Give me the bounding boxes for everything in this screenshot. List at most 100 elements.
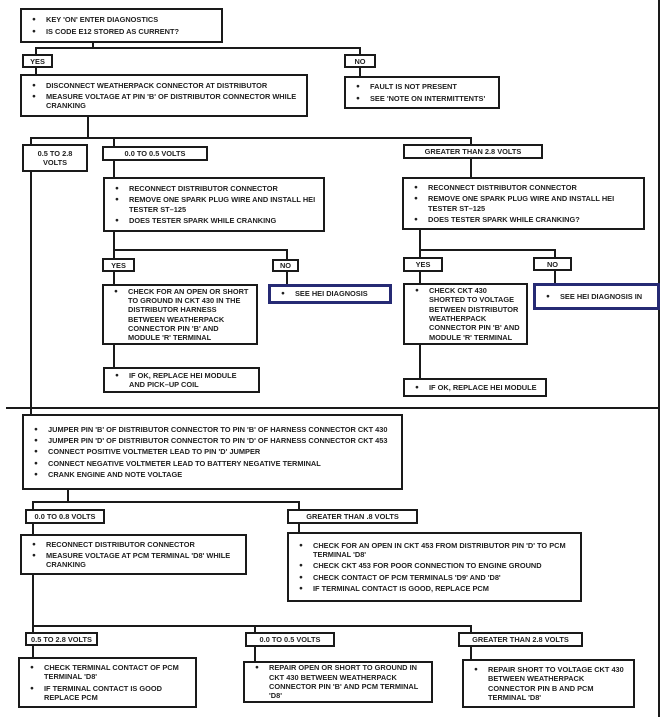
- bullet-item: ● REMOVE ONE SPARK PLUG WIRE AND INSTALL …: [404, 194, 639, 213]
- connector-line: [92, 41, 94, 49]
- reconnect-2-box: ●RECONNECT DISTRIBUTOR CONNECTOR●MEASURE…: [20, 534, 247, 575]
- bullet-icon: ●: [32, 16, 36, 24]
- bullet-icon: ●: [34, 459, 38, 467]
- bullet-icon: ●: [32, 92, 36, 100]
- start-box: ● KEY 'ON' ENTER DIAGNOSTICS● IS CODE E12 …: [20, 8, 223, 43]
- connector-line: [113, 249, 288, 251]
- check-453-box: ●CHECK FOR AN OPEN IN CKT 453 FROM DISTR…: [287, 532, 582, 602]
- bullet-text: MEASURE VOLTAGE AT PIN 'B' OF DISTRIBUTO…: [46, 91, 297, 111]
- bullet-icon: ●: [415, 287, 419, 295]
- connector-line: [30, 171, 32, 416]
- bullet-text: DOES TESTER SPARK WHILE CRANKING?: [428, 214, 580, 224]
- connector-line: [554, 270, 556, 284]
- ifok-left-box: ●IF OK, REPLACE HEI MODULE AND PICK–UP C…: [103, 367, 260, 393]
- connector-line: [35, 47, 361, 49]
- bullet-icon: ●: [299, 584, 303, 592]
- bullet-item: ●CONNECT POSITIVE VOLTMETER LEAD TO PIN …: [24, 447, 397, 456]
- connector-line: [87, 116, 89, 139]
- bullet-item: ●JUMPER PIN 'D' OF DISTRIBUTOR CONNECTOR…: [24, 436, 397, 445]
- yes-2r-box: YES: [403, 257, 443, 272]
- hei-diagnosis-left-box: ● SEE HEI DIAGNOSIS: [268, 284, 392, 304]
- connector-line: [286, 249, 288, 260]
- bullet-text: DISCONNECT WEATHERPACK CONNECTOR AT DIST…: [46, 80, 268, 90]
- bullet-icon: ●: [299, 573, 303, 581]
- bullet-icon: ●: [356, 83, 360, 91]
- volts-gt-08-box: GREATER THAN .8 VOLTS: [287, 509, 418, 524]
- bullet-item: ●DOES TESTER SPARK WHILE CRANKING: [105, 216, 319, 225]
- mid-action-box: ●RECONNECT DISTRIBUTOR CONNECTOR●REMOVE …: [103, 177, 325, 232]
- bullet-item: ● RECONNECT DISTRIBUTOR CONNECTOR: [105, 184, 319, 193]
- bullet-text: IS CODE E12 STORED AS CURRENT?: [46, 26, 180, 36]
- connector-line: [419, 271, 421, 284]
- bullet-icon: ●: [414, 195, 418, 203]
- bullet-item: ●MEASURE VOLTAGE AT PCM TERMINAL 'D8' WH…: [22, 551, 241, 570]
- connector-line: [113, 231, 115, 251]
- connector-line: [359, 47, 361, 55]
- volts-00-08-box: 0.0 TO 0.8 VOLTS: [25, 509, 105, 524]
- bullet-item: ●CRANK ENGINE AND NOTE VOLTAGE: [24, 470, 397, 479]
- bullet-text: CHECK CKT 430 SHORTED TO VOLTAGE BETWEEN…: [429, 286, 520, 342]
- bullet-item: ● REPAIR SHORT TO VOLTAGE CKT 430 BETWEEN…: [464, 665, 629, 702]
- connector-line: [286, 271, 288, 285]
- bullet-item: ● KEY 'ON' ENTER DIAGNOSTICS: [22, 15, 217, 24]
- bullet-item: ●RECONNECT DISTRIBUTOR CONNECTOR: [404, 183, 639, 192]
- bullet-icon: ●: [115, 184, 119, 192]
- connector-line: [419, 249, 556, 251]
- bullet-icon: ●: [255, 664, 259, 672]
- bullet-icon: ●: [474, 665, 478, 673]
- bullet-text: JUMPER PIN 'D' OF DISTRIBUTOR CONNECTOR …: [48, 436, 388, 446]
- connector-line: [470, 137, 472, 145]
- bullet-text: CONNECT POSITIVE VOLTMETER LEAD TO PIN '…: [48, 447, 261, 457]
- bullet-item: ● SEE HEI DIAGNOSIS: [271, 289, 385, 298]
- bullet-item: ●CHECK FOR AN OPEN IN CKT 453 FROM DISTR…: [289, 541, 576, 560]
- bullet-text: RECONNECT DISTRIBUTOR CONNECTOR: [428, 182, 577, 192]
- connector-line: [32, 501, 34, 510]
- no-1-box: NO: [344, 54, 376, 68]
- connector-line: [32, 501, 300, 503]
- no-1-action-box: ●FAULT IS NOT PRESENT●SEE 'NOTE ON INTER…: [344, 76, 500, 109]
- connector-line: [32, 645, 34, 658]
- bullet-item: ● MEASURE VOLTAGE AT PIN 'B' OF DISTRIBUT…: [22, 92, 302, 111]
- connector-line: [254, 625, 256, 633]
- bullet-text: REPAIR OPEN OR SHORT TO GROUND IN CKT 43…: [269, 663, 419, 701]
- bullet-text: FAULT IS NOT PRESENT: [370, 82, 457, 92]
- volts-05-28-b-box: 0.5 TO 2.8 VOLTS: [25, 632, 98, 646]
- bullet-icon: ●: [30, 663, 34, 671]
- connector-line: [298, 501, 300, 510]
- bullet-item: ● CHECK TERMINAL CONTACT OF PCM TERMINAL …: [20, 663, 191, 682]
- bullet-text: CHECK CONTACT OF PCM TERMINALS 'D9' AND …: [313, 572, 501, 582]
- connector-line: [419, 249, 421, 258]
- check-left-box: ●CHECK FOR AN OPEN OR SHORT TO GROUND IN…: [102, 284, 258, 345]
- volts-00-05-box: 0.0 TO 0.5 VOLTS: [102, 146, 208, 161]
- connector-line: [298, 523, 300, 533]
- connector-line: [35, 67, 37, 75]
- volts-gt-28-box: GREATER THAN 2.8 VOLTS: [403, 144, 543, 159]
- connector-line: [554, 249, 556, 258]
- bullet-text: SEE 'NOTE ON INTERMITTENTS': [370, 93, 486, 103]
- bullet-item: ●JUMPER PIN 'B' OF DISTRIBUTOR CONNECTOR…: [24, 425, 397, 434]
- bullet-icon: ●: [34, 425, 38, 433]
- bullet-text: CHECK FOR AN OPEN OR SHORT TO GROUND IN …: [128, 286, 249, 343]
- connector-line: [67, 489, 69, 503]
- bullet-text: DOES TESTER SPARK WHILE CRANKING: [129, 215, 277, 225]
- yes-1-action-box: ● DISCONNECT WEATHERPACK CONNECTOR AT DIS…: [20, 74, 308, 117]
- bullet-icon: ●: [299, 562, 303, 570]
- bullet-text: REMOVE ONE SPARK PLUG WIRE AND INSTALL H…: [428, 194, 615, 213]
- bullet-text: KEY 'ON' ENTER DIAGNOSTICS: [46, 15, 159, 25]
- connector-line: [113, 344, 115, 368]
- volts-gt-28-b-box: GREATER THAN 2.8 VOLTS: [458, 632, 583, 647]
- bullet-item: ●SEE HEI DIAGNOSIS IN: [536, 292, 653, 301]
- bullet-icon: ●: [281, 290, 285, 298]
- bullet-text: RECONNECT DISTRIBUTOR CONNECTOR: [129, 183, 278, 193]
- connector-line: [32, 625, 34, 633]
- bullet-item: ●DISCONNECT WEATHERPACK CONNECTOR AT DIS…: [22, 81, 302, 90]
- bottom-left-box: ● CHECK TERMINAL CONTACT OF PCM TERMINAL …: [18, 657, 197, 708]
- bullet-text: CHECK TERMINAL CONTACT OF PCM TERMINAL '…: [44, 662, 179, 682]
- bullet-text: SEE HEI DIAGNOSIS: [295, 289, 368, 299]
- no-2r-box: NO: [533, 257, 572, 271]
- connector-line: [35, 47, 37, 55]
- yes-1-box: YES: [22, 54, 53, 68]
- bullet-icon: ●: [414, 215, 418, 223]
- bullet-item: ● DOES TESTER SPARK WHILE CRANKING?: [404, 215, 639, 224]
- bullet-text: REPAIR SHORT TO VOLTAGE CKT 430 BETWEEN …: [488, 664, 624, 702]
